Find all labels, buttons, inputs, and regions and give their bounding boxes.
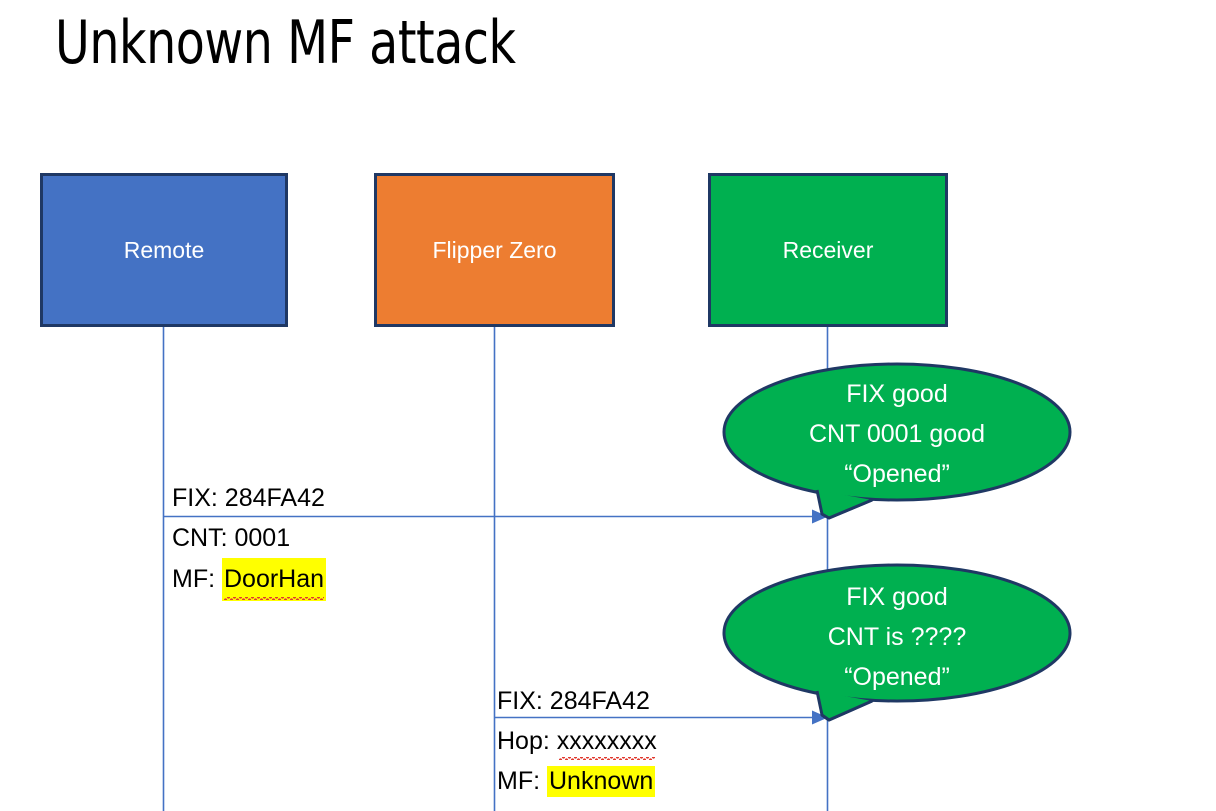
actor-box-receiver[interactable]: Receiver [708, 173, 948, 327]
message-1-label-fix: FIX: 284FA42 [172, 478, 325, 518]
actor-label-receiver: Receiver [782, 236, 874, 263]
message-1-cnt-value: 0001 [234, 524, 291, 552]
message-1-fix-value: 284FA42 [224, 484, 325, 512]
message-2-fix-value: 284FA42 [549, 687, 650, 715]
actor-label-flipper: Flipper Zero [432, 236, 557, 263]
page-title: Unknown MF attack [55, 8, 516, 78]
message-2-hop-value: xxxxxxxx [557, 721, 657, 761]
message-2-hop-prefix: Hop: [497, 727, 557, 755]
speech-bubble-receiver-2[interactable]: FIX good CNT is ???? “Opened” [722, 563, 1072, 723]
speech-bubble-1-shape [722, 362, 1072, 520]
message-1-mf-prefix: MF: [172, 565, 222, 593]
speech-bubble-2-shape [722, 563, 1072, 722]
actor-label-remote: Remote [123, 236, 205, 263]
message-1-label-mf: MF: DoorHan [172, 558, 327, 601]
message-2-mf-prefix: MF: [497, 767, 547, 795]
message-arrow-1-head [812, 509, 828, 524]
message-1-fix-prefix: FIX: [172, 484, 225, 512]
actor-box-remote[interactable]: Remote [40, 173, 288, 327]
message-1-cnt-prefix: CNT: [172, 524, 235, 552]
message-2-mf-value: Unknown [547, 766, 656, 797]
message-2-label-fix: FIX: 284FA42 [497, 681, 650, 721]
message-2-fix-prefix: FIX: [497, 687, 550, 715]
message-1-mf-value: DoorHan [222, 558, 327, 601]
message-2-label-hop: Hop: xxxxxxxx [497, 721, 657, 761]
message-1-label-cnt: CNT: 0001 [172, 518, 290, 558]
speech-bubble-receiver-1[interactable]: FIX good CNT 0001 good “Opened” [722, 362, 1072, 520]
message-2-label-mf: MF: Unknown [497, 761, 656, 801]
message-arrow-2-head [812, 710, 828, 725]
actor-box-flipper[interactable]: Flipper Zero [374, 173, 615, 327]
